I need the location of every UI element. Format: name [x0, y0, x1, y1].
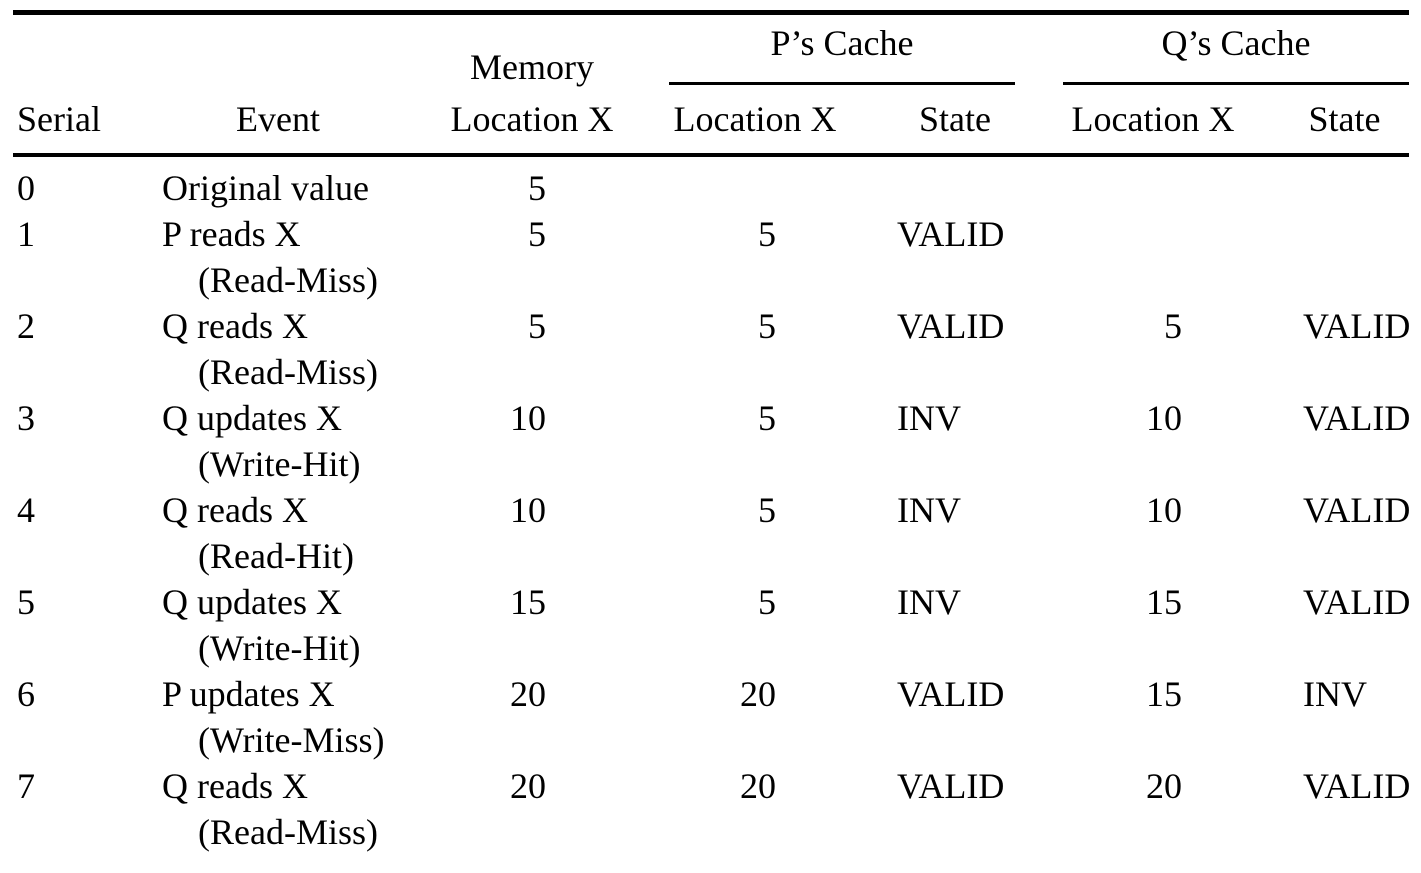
q-location-cell: 10 — [1146, 490, 1182, 530]
p-state-cell — [860, 165, 1050, 211]
p-cache-group-header: P’s Cache — [669, 15, 1015, 85]
table-row: 5 Q updates X (Write-Hit) 15 5 INV 15 VA… — [13, 579, 1411, 671]
event-text: Original value — [162, 168, 369, 208]
column-header-q-location: Location X — [1071, 99, 1235, 139]
p-location-cell: 5 — [758, 582, 776, 622]
memory-value-cell: 5 — [528, 214, 546, 254]
table-row: 4 Q reads X (Read-Hit) 10 5 INV 10 VALID — [13, 487, 1411, 579]
q-location-cell: 15 — [1146, 582, 1182, 622]
event-cell: Q updates X (Write-Hit) — [150, 579, 440, 671]
column-header-memory-line1: Memory — [440, 15, 650, 87]
table-row: 7 Q reads X (Read-Miss) 20 20 VALID 20 V… — [13, 763, 1411, 855]
column-header-p-state: State — [919, 99, 991, 139]
p-state-cell: INV — [897, 398, 961, 438]
event-text: P updates X — [162, 674, 335, 714]
table-row: 1 P reads X (Read-Miss) 5 5 VALID — [13, 211, 1409, 303]
q-location-cell: 15 — [1146, 674, 1182, 714]
p-cache-group-label: P’s Cache — [770, 23, 914, 63]
column-group-q-cache: Q’s Cache — [1050, 15, 1409, 85]
p-state-cell: VALID — [897, 766, 1005, 806]
event-text: Q updates X — [162, 398, 342, 438]
q-state-cell: VALID — [1303, 306, 1411, 346]
p-location-cell: 5 — [758, 490, 776, 530]
p-location-cell — [650, 165, 860, 211]
header-spacer — [13, 15, 440, 85]
q-state-cell — [1270, 165, 1409, 211]
q-location-cell: 20 — [1146, 766, 1182, 806]
event-cell: Q reads X (Read-Miss) — [150, 763, 440, 855]
event-text: Q updates X — [162, 582, 342, 622]
event-text: Q reads X — [162, 490, 308, 530]
event-cell: Q updates X (Write-Hit) — [150, 395, 440, 487]
event-detail-text: (Read-Miss) — [198, 352, 378, 392]
serial-cell: 3 — [17, 398, 35, 438]
q-state-cell: VALID — [1303, 766, 1411, 806]
event-detail-text: (Read-Miss) — [198, 260, 378, 300]
p-state-cell: INV — [897, 582, 961, 622]
event-cell: Q reads X (Read-Miss) — [150, 303, 440, 395]
event-cell: P reads X (Read-Miss) — [150, 211, 440, 303]
event-text: Q reads X — [162, 306, 308, 346]
serial-cell: 0 — [17, 168, 35, 208]
table-row: 6 P updates X (Write-Miss) 20 20 VALID 1… — [13, 671, 1409, 763]
q-location-cell: 5 — [1164, 306, 1182, 346]
column-header-serial: Serial — [17, 99, 101, 139]
event-cell: Q reads X (Read-Hit) — [150, 487, 440, 579]
serial-cell: 2 — [17, 306, 35, 346]
q-state-cell: VALID — [1303, 582, 1411, 622]
table-header: Memory P’s Cache Q’s Cache Serial Event … — [13, 15, 1409, 157]
column-header-p-location: Location X — [673, 99, 837, 139]
event-detail-text: (Write-Hit) — [198, 444, 361, 484]
q-state-cell — [1270, 211, 1409, 303]
table-body: 0 Original value 5 1 P reads X (Read-Mis… — [13, 157, 1411, 855]
memory-header-text: Memory — [470, 47, 594, 87]
p-state-cell: VALID — [897, 214, 1005, 254]
serial-cell: 6 — [17, 674, 35, 714]
serial-cell: 1 — [17, 214, 35, 254]
column-header-event: Event — [236, 99, 320, 139]
memory-value-cell: 10 — [510, 398, 546, 438]
memory-value-cell: 5 — [528, 168, 546, 208]
q-cache-group-label: Q’s Cache — [1161, 23, 1311, 63]
q-state-cell: VALID — [1303, 398, 1411, 438]
table-row: 2 Q reads X (Read-Miss) 5 5 VALID 5 VALI… — [13, 303, 1411, 395]
event-detail-text: (Read-Hit) — [198, 536, 354, 576]
event-detail-text: (Write-Hit) — [198, 628, 361, 668]
event-text: P reads X — [162, 214, 301, 254]
event-cell: Original value — [150, 165, 440, 211]
q-location-cell — [1050, 165, 1270, 211]
column-group-p-cache: P’s Cache — [650, 15, 1050, 85]
p-state-cell: VALID — [897, 674, 1005, 714]
q-state-cell: VALID — [1303, 490, 1411, 530]
column-header-q-state: State — [1308, 99, 1381, 139]
serial-cell: 7 — [17, 766, 35, 806]
event-detail-text: (Write-Miss) — [198, 720, 385, 760]
column-header-memory-line2: Location X — [450, 99, 614, 139]
event-detail-text: (Read-Miss) — [198, 812, 378, 852]
q-cache-group-header: Q’s Cache — [1063, 15, 1409, 85]
memory-value-cell: 15 — [510, 582, 546, 622]
event-text: Q reads X — [162, 766, 308, 806]
table-row: 3 Q updates X (Write-Hit) 10 5 INV 10 VA… — [13, 395, 1411, 487]
memory-value-cell: 20 — [510, 766, 546, 806]
cache-coherence-table: Memory P’s Cache Q’s Cache Serial Event … — [13, 10, 1411, 855]
q-location-cell — [1050, 211, 1270, 303]
p-state-cell: VALID — [897, 306, 1005, 346]
q-location-cell: 10 — [1146, 398, 1182, 438]
p-location-cell: 20 — [740, 674, 776, 714]
memory-value-cell: 5 — [528, 306, 546, 346]
p-location-cell: 5 — [758, 214, 776, 254]
p-location-cell: 5 — [758, 306, 776, 346]
memory-value-cell: 20 — [510, 674, 546, 714]
event-cell: P updates X (Write-Miss) — [150, 671, 440, 763]
memory-value-cell: 10 — [510, 490, 546, 530]
table-row: 0 Original value 5 — [13, 165, 1409, 211]
serial-cell: 4 — [17, 490, 35, 530]
p-state-cell: INV — [897, 490, 961, 530]
p-location-cell: 5 — [758, 398, 776, 438]
p-location-cell: 20 — [740, 766, 776, 806]
q-state-cell: INV — [1303, 674, 1367, 714]
serial-cell: 5 — [17, 582, 35, 622]
